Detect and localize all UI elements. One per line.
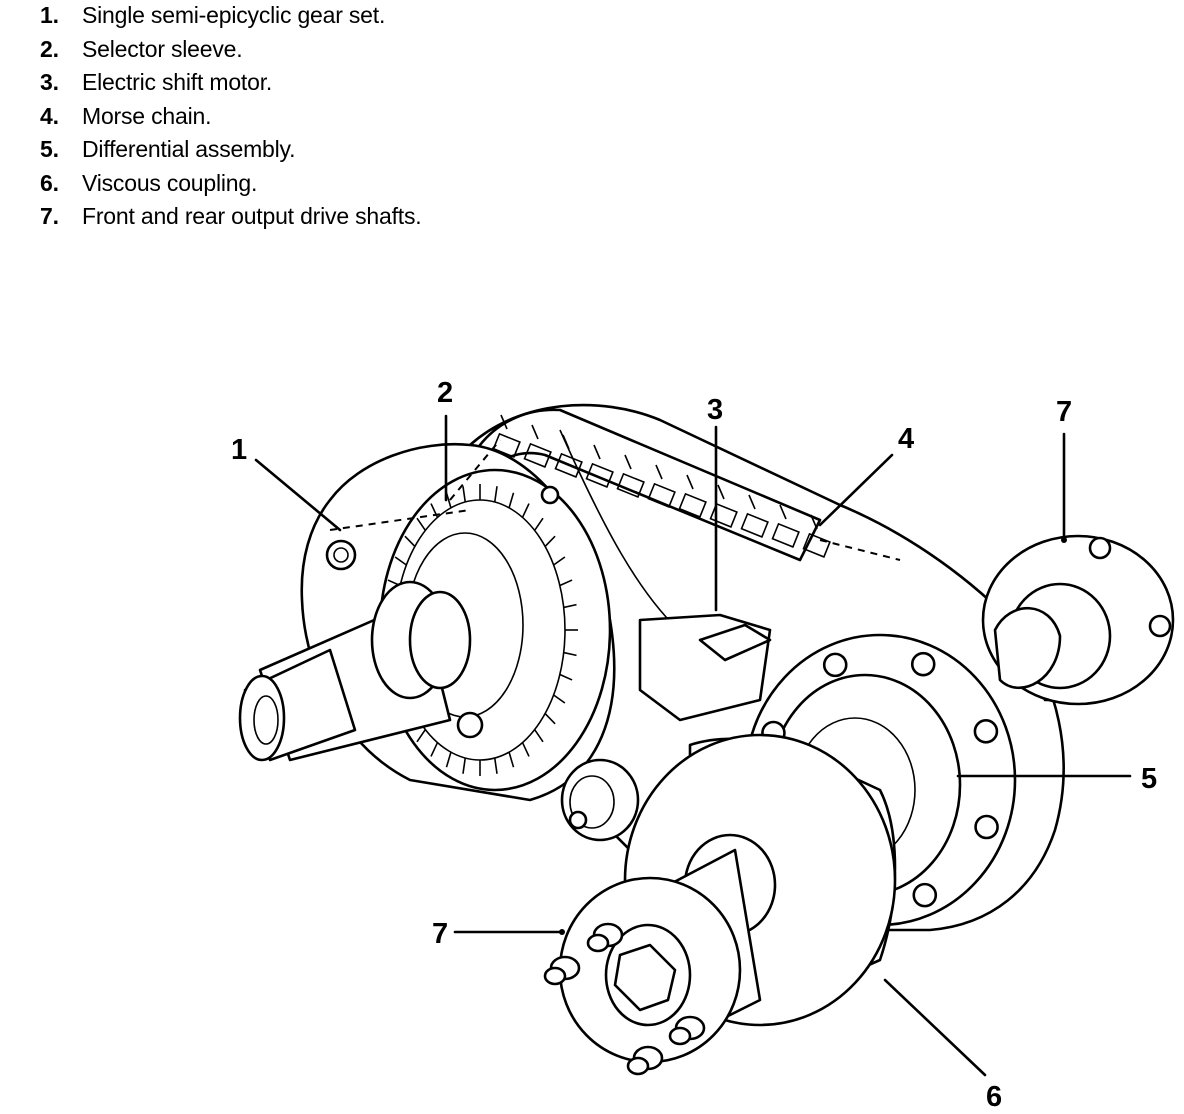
legend-text: Single semi-epicyclic gear set. [82,2,386,28]
legend-text: Viscous coupling. [82,169,258,196]
legend-text: Electric shift motor. [82,69,273,95]
callout-7-front: 7 [432,918,448,950]
legend-text: Selector sleeve. [82,35,243,62]
chain-links [492,414,831,558]
input-shaft [238,580,472,762]
leader-6 [883,978,987,1077]
legend-number: 5. [40,136,59,162]
legend-item: 3. Electric shift motor. [40,69,421,103]
callout-2: 2 [437,377,453,409]
leader-4 [818,453,894,527]
legend-item: 7. Front and rear output drive shafts. [40,203,422,237]
legend-item: 4. Morse chain. [40,103,421,137]
legend-number: 3. [40,69,59,95]
legend-text: Differential assembly. [82,136,296,162]
electric-shift-motor [560,613,772,842]
callout-3: 3 [707,394,723,426]
callout-7-rear: 7 [1056,396,1072,428]
legend-item: 6. Viscous coupling. [40,170,421,204]
parts-legend: 1. Single semi-epicyclic gear set. 2. Sele… [40,2,422,237]
legend-number: 7. [40,203,59,229]
callout-numbers: 1 2 3 4 5 6 7 7 [231,377,1157,1113]
legend-number: 4. [40,102,59,129]
legend-item: 2. Selector sleeve. [40,36,421,70]
legend-number: 2. [40,35,59,62]
legend-text: Morse chain. [82,102,212,129]
rear-output-shaft [981,534,1175,706]
flange-stud-bolts [543,922,706,1076]
legend-text: Front and rear output drive shafts. [82,203,422,229]
callout-5: 5 [1141,763,1157,795]
legend-number: 1. [40,2,59,28]
callout-1: 1 [231,434,247,466]
front-output-shaft [543,848,762,1076]
leader-lines [254,414,1132,1077]
callout-4: 4 [898,423,914,455]
leader-1 [254,458,342,532]
hidden-lines [329,439,901,561]
callout-6: 6 [986,1081,1002,1113]
legend-item: 1. Single semi-epicyclic gear set. [40,2,421,36]
legend-item: 5. Differential assembly. [40,136,421,170]
legend-number: 6. [40,169,59,196]
